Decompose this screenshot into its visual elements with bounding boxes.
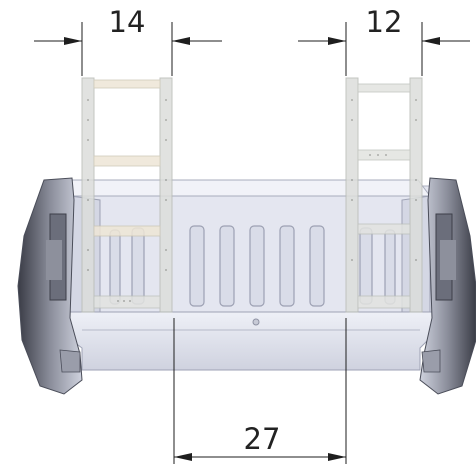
ladder-frame-left bbox=[81, 77, 173, 313]
dimension-bottom bbox=[173, 318, 347, 464]
dimension-label-bottom: 27 bbox=[244, 422, 281, 456]
dimension-top-right bbox=[298, 22, 470, 76]
dimension-label-top-right: 12 bbox=[366, 5, 403, 39]
tailgate bbox=[61, 311, 439, 371]
dimension-top-left bbox=[34, 22, 222, 76]
dimension-label-top-left: 14 bbox=[109, 5, 146, 39]
bed-top-rail bbox=[57, 179, 431, 197]
ladder-frame-right bbox=[345, 77, 423, 313]
